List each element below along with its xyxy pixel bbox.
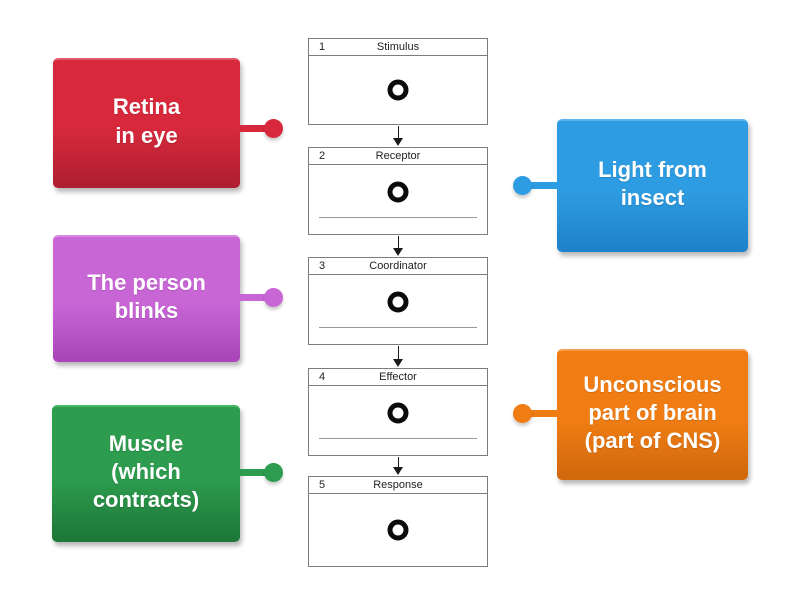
connector-dot-icon (513, 175, 532, 195)
step-number: 1 (319, 41, 326, 53)
drop-slot-circle-icon[interactable] (387, 79, 409, 101)
label-card-unconscious-brain[interactable]: Unconscious part of brain (part of CNS) (557, 349, 748, 480)
answer-line (319, 327, 477, 328)
drop-slot-circle-icon[interactable] (387, 402, 409, 423)
arrow-down-icon (392, 346, 404, 367)
connector (238, 118, 284, 138)
step-title: Stimulus (376, 41, 420, 53)
drop-zone[interactable] (309, 275, 487, 344)
drop-zone[interactable] (309, 56, 487, 124)
step-header: 1 Stimulus (309, 39, 487, 56)
step-number: 5 (319, 479, 326, 491)
connector-dot-icon (513, 403, 532, 423)
step-header: 3 Coordinator (309, 258, 487, 275)
step-box-response: 5 Response (308, 476, 488, 567)
step-number: 3 (319, 260, 326, 272)
connector-stub (238, 293, 268, 301)
connector-stub (528, 181, 558, 189)
label-card-muscle-contracts[interactable]: Muscle (which contracts) (52, 405, 240, 542)
step-box-receptor: 2 Receptor (308, 147, 488, 235)
step-title: Receptor (375, 150, 421, 162)
step-header: 5 Response (309, 477, 487, 494)
drop-zone[interactable] (309, 494, 487, 566)
connector (512, 403, 558, 423)
step-box-coordinator: 3 Coordinator (308, 257, 488, 345)
label-card-light-from-insect[interactable]: Light from insect (557, 119, 748, 252)
connector-stub (238, 124, 268, 132)
connector-dot-icon (264, 287, 283, 307)
connector (512, 175, 558, 195)
arrow-down-icon (392, 126, 404, 146)
step-number: 2 (319, 150, 326, 162)
answer-line (319, 217, 477, 218)
drop-slot-circle-icon[interactable] (387, 181, 409, 202)
step-number: 4 (319, 371, 326, 383)
connector (238, 462, 284, 482)
connector-dot-icon (264, 118, 283, 138)
step-title: Effector (379, 371, 417, 383)
label-card-retina-in-eye[interactable]: Retina in eye (53, 58, 240, 188)
arrow-down-icon (392, 236, 404, 256)
step-box-stimulus: 1 Stimulus (308, 38, 488, 125)
connector-stub (238, 468, 268, 476)
drop-zone[interactable] (309, 165, 487, 234)
connector (238, 287, 284, 307)
step-header: 2 Receptor (309, 148, 487, 165)
label-card-person-blinks[interactable]: The person blinks (53, 235, 240, 362)
step-title: Response (373, 479, 423, 491)
drop-slot-circle-icon[interactable] (387, 519, 409, 541)
step-header: 4 Effector (309, 369, 487, 386)
connector-stub (528, 409, 558, 417)
connector-dot-icon (264, 462, 283, 482)
answer-line (319, 438, 477, 439)
step-box-effector: 4 Effector (308, 368, 488, 456)
drop-slot-circle-icon[interactable] (387, 291, 409, 312)
step-title: Coordinator (369, 260, 427, 272)
arrow-down-icon (392, 457, 404, 475)
drop-zone[interactable] (309, 386, 487, 455)
